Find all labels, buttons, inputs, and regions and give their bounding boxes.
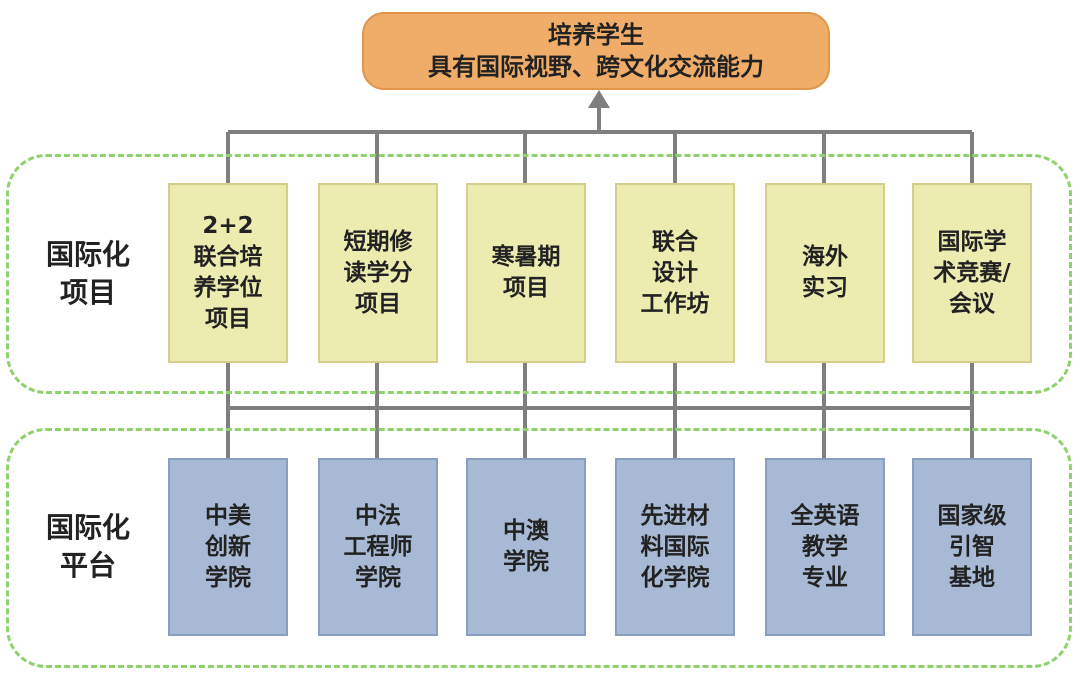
project-box-overseas-internship: 海外 实习 bbox=[765, 183, 885, 363]
platform-box-sino-australian: 中澳 学院 bbox=[466, 458, 586, 636]
platform-box-advanced-materials: 先进材 料国际 化学院 bbox=[615, 458, 735, 636]
platform-box-english-program: 全英语 教学 专业 bbox=[765, 458, 885, 636]
projects-panel bbox=[6, 154, 1072, 394]
goal-line-1: 培养学生 bbox=[548, 21, 644, 49]
project-box-short-term-credit: 短期修 读学分 项目 bbox=[318, 183, 438, 363]
platform-box-sino-us: 中美 创新 学院 bbox=[168, 458, 288, 636]
project-box-summer-winter: 寒暑期 项目 bbox=[466, 183, 586, 363]
goal-line-2: 具有国际视野、跨文化交流能力 bbox=[428, 53, 764, 81]
projects-label: 国际化 项目 bbox=[45, 238, 130, 309]
project-box-competition-conference: 国际学 术竞赛/ 会议 bbox=[912, 183, 1032, 363]
up-arrow-icon bbox=[588, 90, 610, 108]
project-box-joint-degree: 2+2 联合培 养学位 项目 bbox=[168, 183, 288, 363]
project-box-joint-workshop: 联合 设计 工作坊 bbox=[615, 183, 735, 363]
goal-box: 培养学生 具有国际视野、跨文化交流能力 bbox=[362, 12, 830, 90]
platform-box-talent-base: 国家级 引智 基地 bbox=[912, 458, 1032, 636]
platforms-panel bbox=[6, 428, 1072, 668]
platform-box-sino-french: 中法 工程师 学院 bbox=[318, 458, 438, 636]
platforms-label: 国际化 平台 bbox=[45, 511, 130, 582]
